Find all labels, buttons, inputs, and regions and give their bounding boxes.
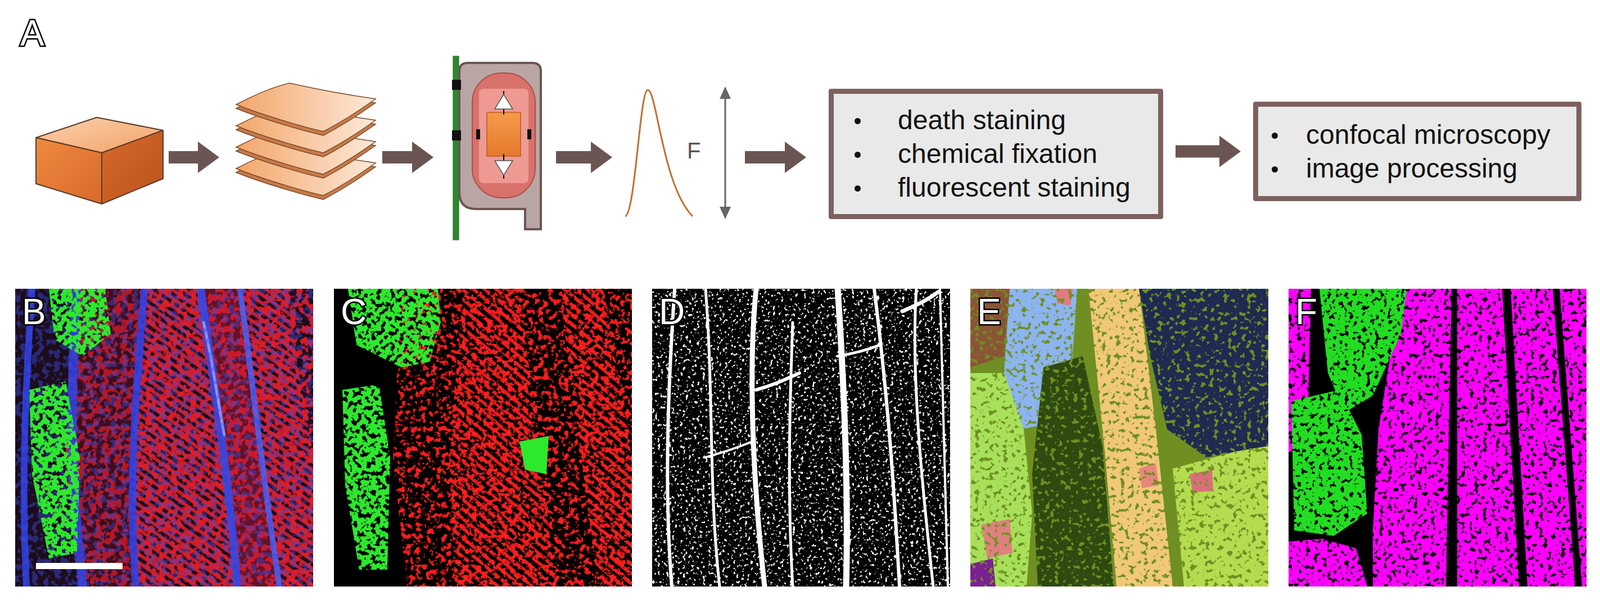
step-text: chemical fixation <box>897 138 1098 169</box>
tissue-slices <box>236 83 376 200</box>
step-text: death staining <box>897 105 1066 135</box>
stretch-device <box>478 88 529 184</box>
panel-letter: E <box>977 292 1002 332</box>
bullet-dot <box>1271 166 1278 173</box>
force-curve <box>719 206 731 220</box>
segmentation-e <box>970 288 1269 587</box>
panel-letter: B <box>21 292 47 332</box>
stretch-device <box>452 56 541 241</box>
flow-arrow <box>382 141 434 174</box>
micrograph-d <box>652 288 951 587</box>
bullet-item: death staining <box>833 103 1159 138</box>
force-curve <box>625 89 693 217</box>
stretch-device <box>486 112 521 157</box>
bullet-dot <box>854 185 861 192</box>
micrograph-c <box>519 436 549 475</box>
micrograph-c <box>333 288 632 587</box>
segmentation-e <box>970 288 1269 587</box>
micrograph-c <box>342 384 391 571</box>
segmentation-f <box>1288 288 1587 587</box>
tissue-slices <box>236 83 376 136</box>
flow-arrow <box>556 141 613 174</box>
segmentation-f <box>1288 288 1587 587</box>
micrograph-d <box>652 288 951 587</box>
micrograph-b <box>15 288 314 587</box>
step-text: confocal microscopy <box>1305 119 1551 150</box>
force-curve <box>724 96 727 210</box>
stretch-device <box>472 73 536 198</box>
flow-arrow <box>1175 136 1241 168</box>
tissue-slices <box>236 83 376 132</box>
tissue-block <box>101 130 164 205</box>
bullet-dot <box>854 151 861 158</box>
micrograph-b <box>35 563 123 570</box>
stretch-device <box>527 129 532 140</box>
segmentation-f <box>1288 288 1587 587</box>
segmentation-f <box>1288 288 1587 587</box>
bullet-item: chemical fixation <box>833 137 1159 171</box>
stretch-device <box>459 62 541 230</box>
micrograph-b <box>29 381 80 559</box>
flow-arrow <box>744 141 807 174</box>
stretch-device <box>494 160 513 176</box>
flow-arrow <box>168 141 220 174</box>
step-box: confocal microscopyimage processing <box>1253 101 1582 202</box>
stretch-device <box>476 129 481 140</box>
segmentation-e <box>970 288 1269 587</box>
panel-letter: A <box>20 13 45 53</box>
step-box: death stainingchemical fixationfluoresce… <box>828 88 1164 220</box>
panel-letter: C <box>340 292 367 332</box>
stretch-device <box>452 130 461 141</box>
tissue-block <box>35 137 102 205</box>
force-curve <box>719 86 731 99</box>
bullet-item: confocal microscopy <box>1258 118 1577 152</box>
micrograph-c <box>333 288 632 587</box>
bullet-item: image processing <box>1258 151 1577 186</box>
micrograph-b <box>15 288 314 587</box>
micrograph-c <box>333 288 632 587</box>
step-text: fluorescent staining <box>897 172 1131 203</box>
tissue-block <box>35 117 164 205</box>
force-curve <box>625 86 731 220</box>
micrograph-b <box>48 288 111 357</box>
stretch-device <box>452 79 461 90</box>
micrograph-b <box>15 288 314 587</box>
step-text: image processing <box>1305 153 1518 184</box>
panel-letter: D <box>658 292 685 332</box>
bullet-dot <box>1271 132 1278 139</box>
bullet-dot <box>854 118 861 125</box>
bullet-item: fluorescent staining <box>833 170 1159 205</box>
stretch-device <box>494 94 513 110</box>
micrograph-d <box>652 288 951 587</box>
force-label: F <box>686 137 701 164</box>
panel-letter: F <box>1295 292 1318 332</box>
